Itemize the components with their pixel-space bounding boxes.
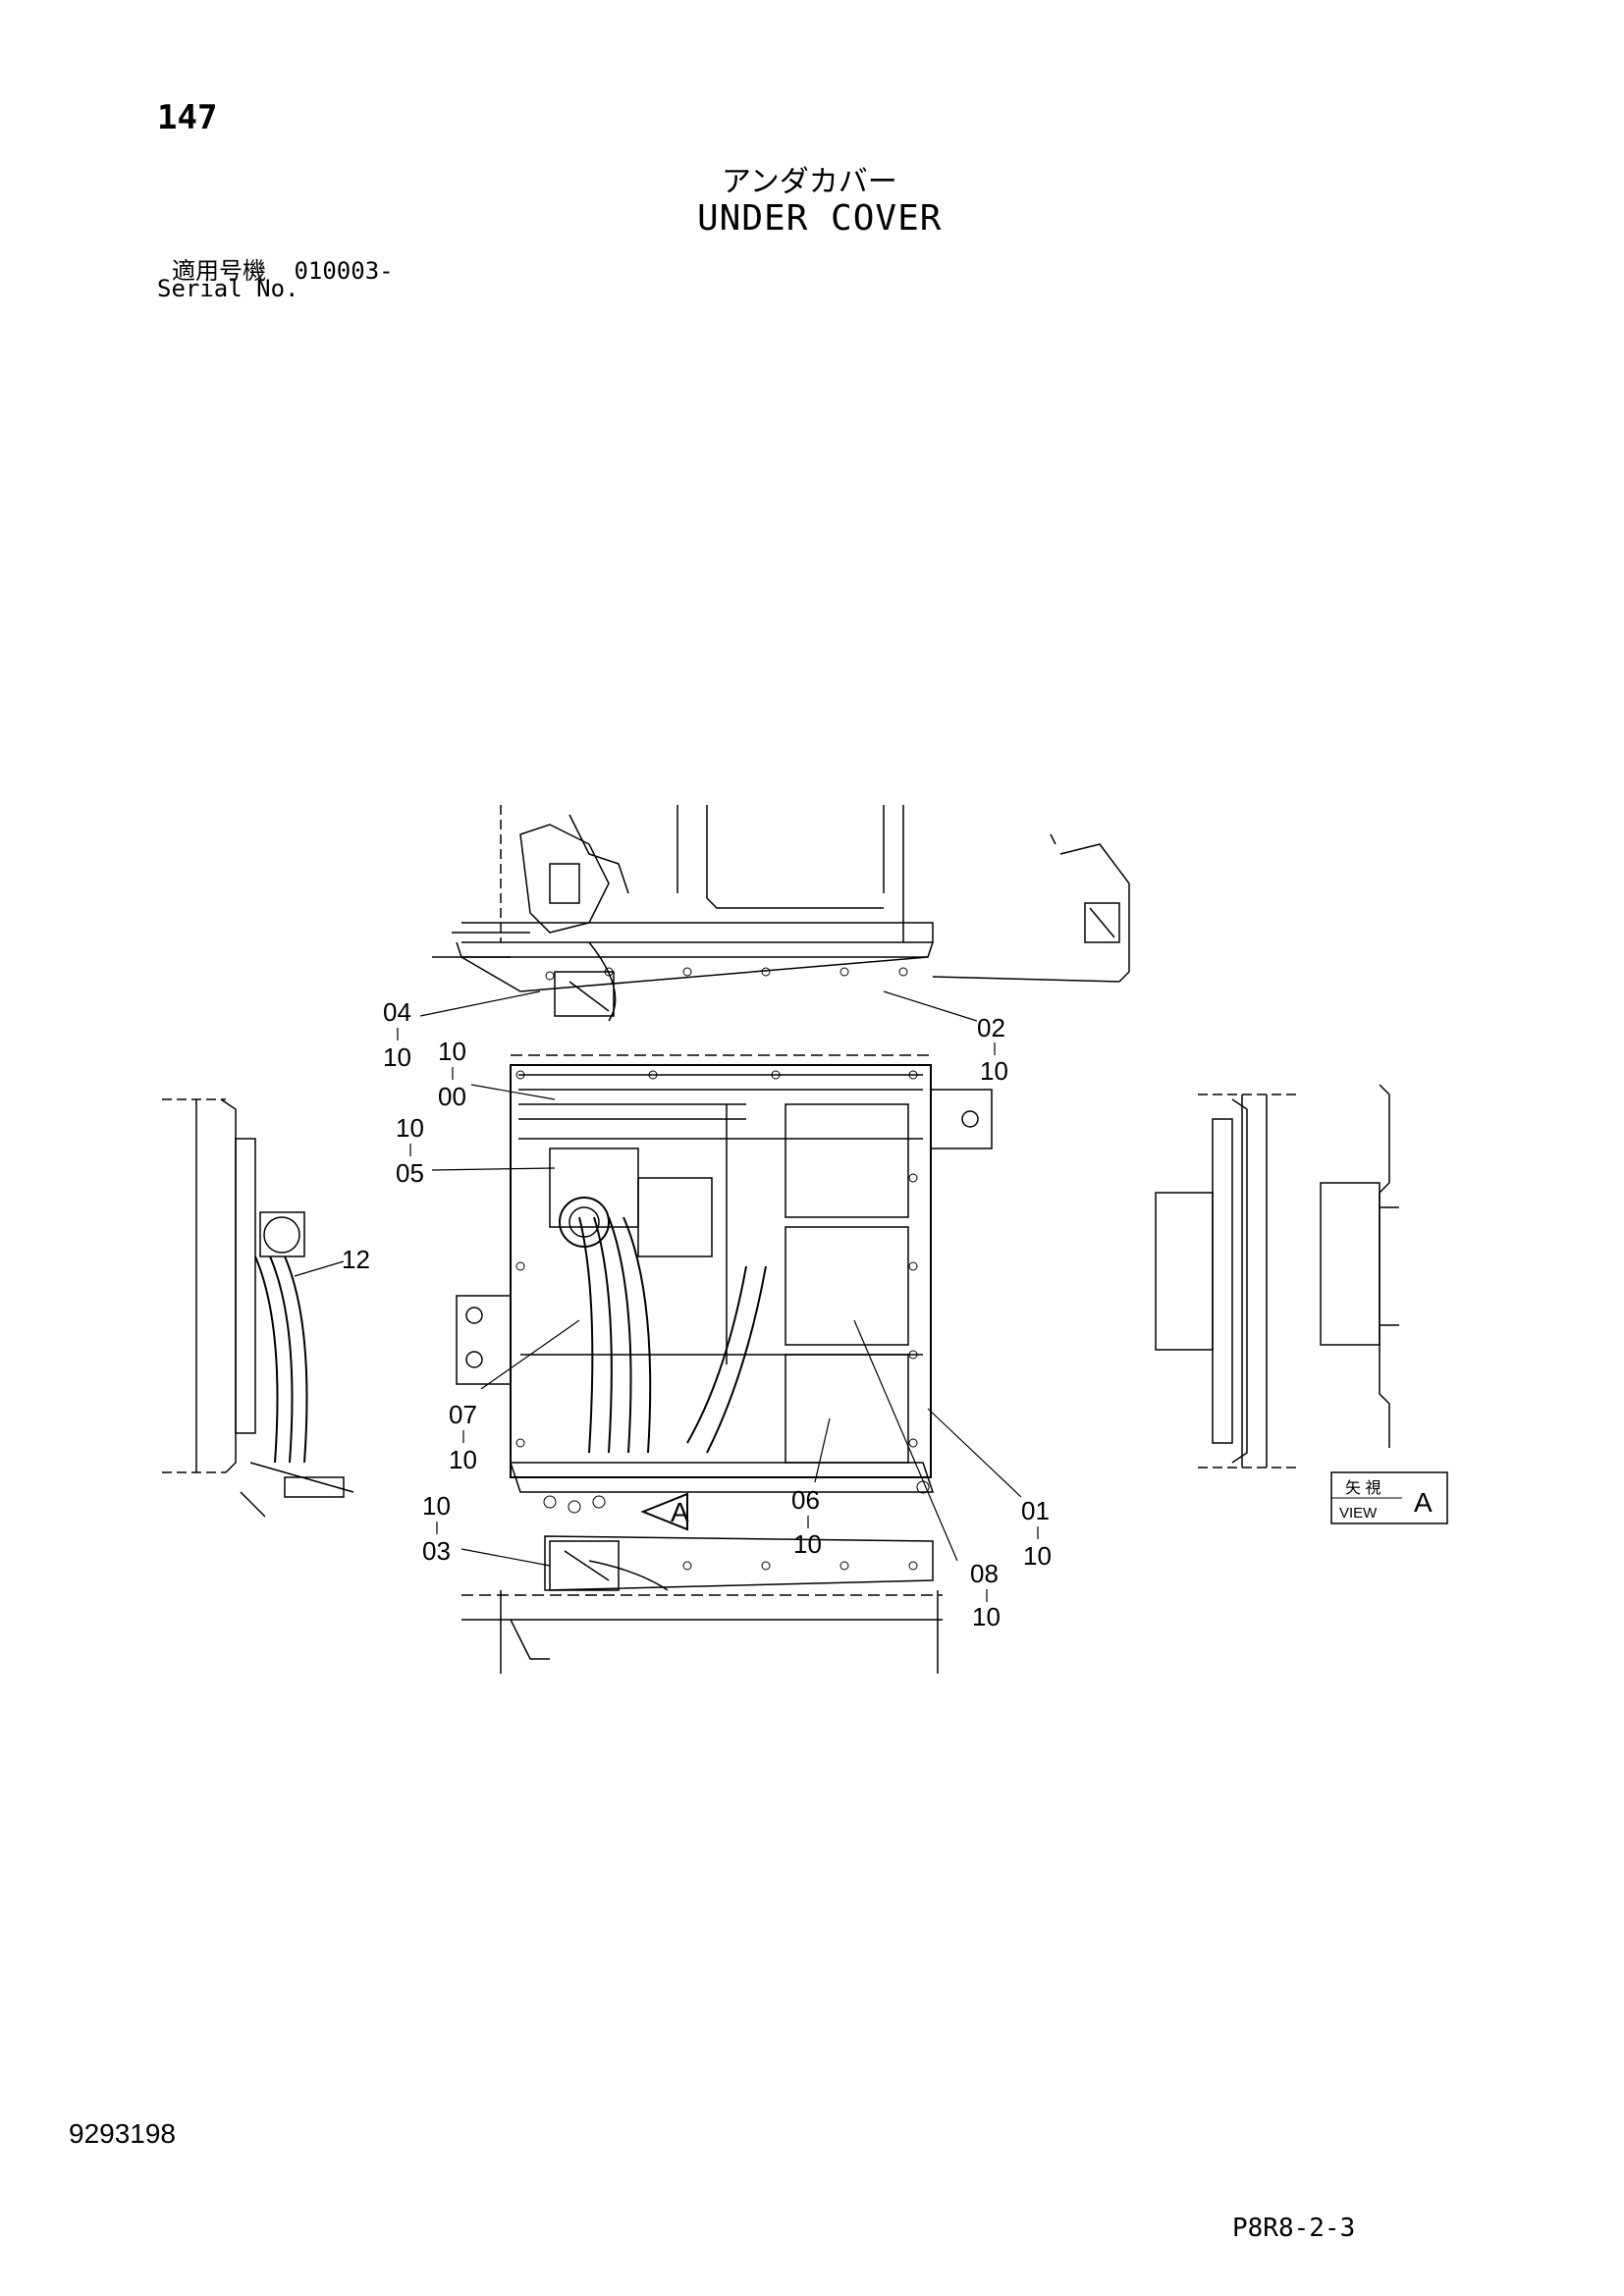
callout-08-top: 08	[970, 1559, 999, 1588]
callout-05-bottom: 05	[396, 1158, 424, 1188]
callout-01-bottom: 10	[1023, 1541, 1052, 1571]
callout-01: 01 10	[1021, 1496, 1052, 1571]
callout-07: 07 10	[449, 1400, 477, 1474]
callout-05-top: 10	[396, 1113, 424, 1143]
callout-07-bottom: 10	[449, 1445, 477, 1474]
callout-04-top: 04	[383, 997, 411, 1027]
view-a-detail	[1320, 1084, 1399, 1448]
callout-07-top: 07	[449, 1400, 477, 1429]
view-box-letter: A	[1414, 1487, 1433, 1518]
title-english: UNDER COVER	[697, 198, 943, 239]
callout-03: 10 03	[422, 1491, 451, 1566]
callout-00: 10 00	[438, 1037, 466, 1111]
bottom-assembly-view	[461, 1535, 943, 1674]
callout-02-bottom: 10	[980, 1056, 1008, 1086]
callout-06: 06 10	[791, 1485, 822, 1559]
serial-value: 010003-	[294, 257, 394, 285]
callout-06-top: 06	[791, 1485, 820, 1515]
callout-02: 02 10	[977, 1013, 1008, 1086]
title-japanese: アンダカバー	[722, 165, 897, 199]
view-marker-a: A	[671, 1497, 689, 1527]
callout-labels: 04 10 02 10 10 00 10 05 12 07 10 10 03 0…	[342, 997, 1052, 1631]
callout-00-top: 10	[438, 1037, 466, 1066]
callout-01-top: 01	[1021, 1496, 1050, 1525]
callout-00-bottom: 00	[438, 1082, 466, 1111]
callout-05: 10 05	[396, 1113, 424, 1188]
left-side-view	[162, 1098, 354, 1518]
callout-04-bottom: 10	[383, 1042, 411, 1072]
callout-02-top: 02	[977, 1013, 1005, 1042]
callout-04: 04 10	[383, 997, 411, 1072]
callout-08-bottom: 10	[972, 1602, 1001, 1631]
document-number: 9293198	[69, 2118, 177, 2149]
serial-applicability: 適用号機 010003-	[172, 251, 394, 286]
callout-03-top: 10	[422, 1491, 451, 1521]
callout-12: 12	[342, 1245, 370, 1274]
callout-08: 08 10	[970, 1559, 1001, 1631]
main-bottom-view	[456, 1054, 993, 1531]
right-side-view	[1155, 1094, 1296, 1468]
top-assembly-view	[432, 805, 1130, 1022]
page-code: P8R8-2-3	[1232, 2214, 1356, 2243]
callout-12-top: 12	[342, 1245, 370, 1274]
view-box: 矢 視 VIEW A	[1330, 1471, 1448, 1524]
serial-label-japanese: 適用号機	[172, 257, 266, 285]
serial-label-english: Serial No.	[157, 275, 299, 302]
callout-03-bottom: 03	[422, 1536, 451, 1566]
callout-06-bottom: 10	[793, 1529, 822, 1559]
page-number: 147	[157, 98, 218, 137]
view-box-english: VIEW	[1339, 1505, 1378, 1522]
leader-lines	[294, 990, 1022, 1567]
view-box-japanese: 矢 視	[1345, 1479, 1380, 1497]
